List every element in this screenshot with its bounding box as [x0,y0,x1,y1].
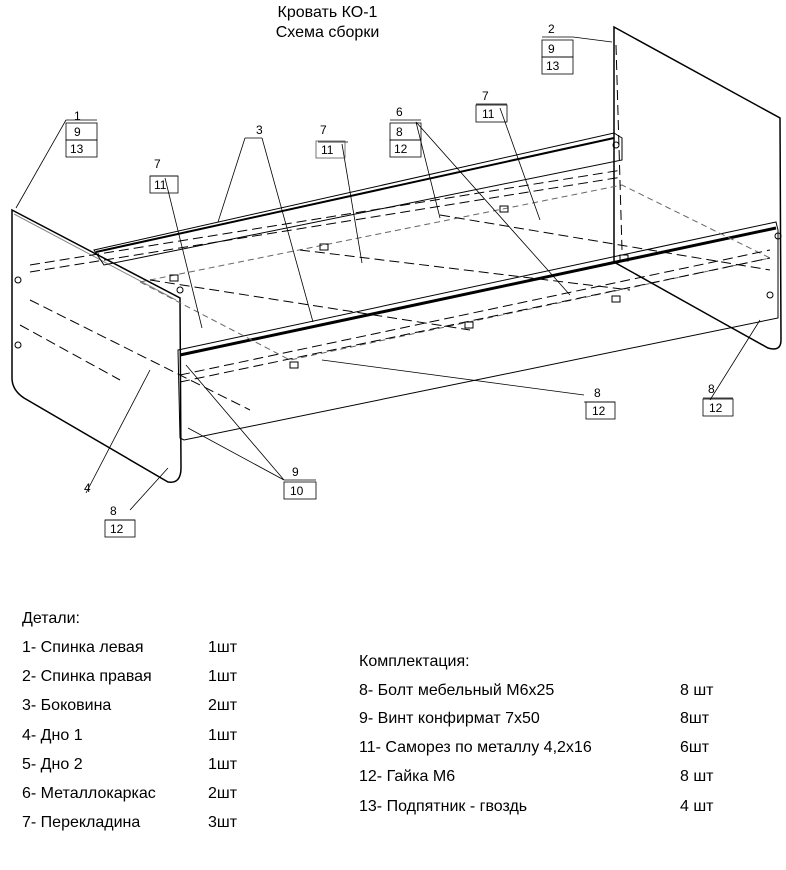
bed-model [11,25,782,483]
fittings [14,141,782,369]
parts-qty-2: 1шт [208,668,238,685]
parts-qty-3: 2шт [208,697,238,714]
callout-2-bot: 13 [546,59,560,73]
callout-8a-top: 8 [110,504,117,518]
callout-6-top: 6 [396,105,403,119]
bottom-boards [138,184,772,361]
parts-heading: Детали: [22,610,80,627]
callout-6-mid: 8 [396,125,403,139]
parts-row-3: 3- Боковина [22,697,112,714]
parts-row-2: 2- Спинка правая [22,668,152,685]
parts-row-6: 6- Металлокаркас [22,785,156,802]
callout-7c-top: 7 [482,89,489,103]
left-headboard [11,208,182,483]
parts-row-5: 5- Дно 2 [22,756,83,773]
callout-8b-bot: 12 [592,404,606,418]
kit-qty-8: 8 шт [680,682,714,699]
callout-8c-top: 8 [708,382,715,396]
kit-row-8: 8- Болт мебельный М6х25 [359,682,555,699]
callout-7a-bot: 11 [154,178,167,192]
parts-row-4: 4- Дно 1 [22,727,83,744]
kit-row-12: 12- Гайка М6 [359,768,456,785]
callout-9-bot: 10 [290,484,304,498]
right-headboard [613,25,782,350]
callout-4: 4 [84,481,91,495]
callout-8b-top: 8 [594,386,601,400]
callout-3: 3 [256,123,263,137]
parts-qty-4: 1шт [208,727,238,744]
callout-7b-bot: 11 [321,143,334,157]
assembly-drawing: 1 9 13 2 9 13 3 4 6 8 12 7 11 7 11 7 11 … [11,22,782,538]
callout-1-top: 1 [74,109,81,123]
leader-lines [15,36,761,521]
kit-qty-12: 8 шт [680,768,714,785]
kit-qty-9: 8шт [680,710,710,727]
kit-row-13: 13- Подпятник - гвоздь [359,798,528,815]
side-rail-front [177,221,779,441]
parts-row-1: 1- Спинка левая [22,639,144,656]
kit-heading: Комплектация: [359,653,470,670]
drawing-title: Кровать КО-1 [277,4,378,21]
parts-row-7: 7- Перекладина [22,814,141,831]
metal-frame [19,44,771,411]
callout-6-bot: 12 [394,142,408,156]
callout-7b-top: 7 [320,123,327,137]
kit-row-11: 11- Саморез по металлу 4,2х16 [359,739,592,756]
drawing-subtitle: Схема сборки [275,24,380,41]
callout-2-top: 2 [548,22,555,36]
callout-8a-bot: 12 [110,522,124,536]
callouts: 1 9 13 2 9 13 3 4 6 8 12 7 11 7 11 7 11 … [65,22,734,538]
parts-qty-1: 1шт [208,639,238,656]
callout-2-mid: 9 [548,42,555,56]
callout-1-bot: 13 [70,142,84,156]
kit-qty-11: 6шт [680,739,710,756]
kit-qty-13: 4 шт [680,798,714,815]
side-rail-back [93,132,623,266]
kit-row-9: 9- Винт конфирмат 7х50 [359,710,540,727]
callout-1-mid: 9 [74,125,81,139]
parts-qty-5: 1шт [208,756,238,773]
callout-8c-bot: 12 [709,401,723,415]
callout-7a-top: 7 [154,157,161,171]
callout-9-top: 9 [292,465,299,479]
callout-7c-bot: 11 [482,107,495,121]
parts-qty-7: 3шт [208,814,238,831]
parts-qty-6: 2шт [208,785,238,802]
